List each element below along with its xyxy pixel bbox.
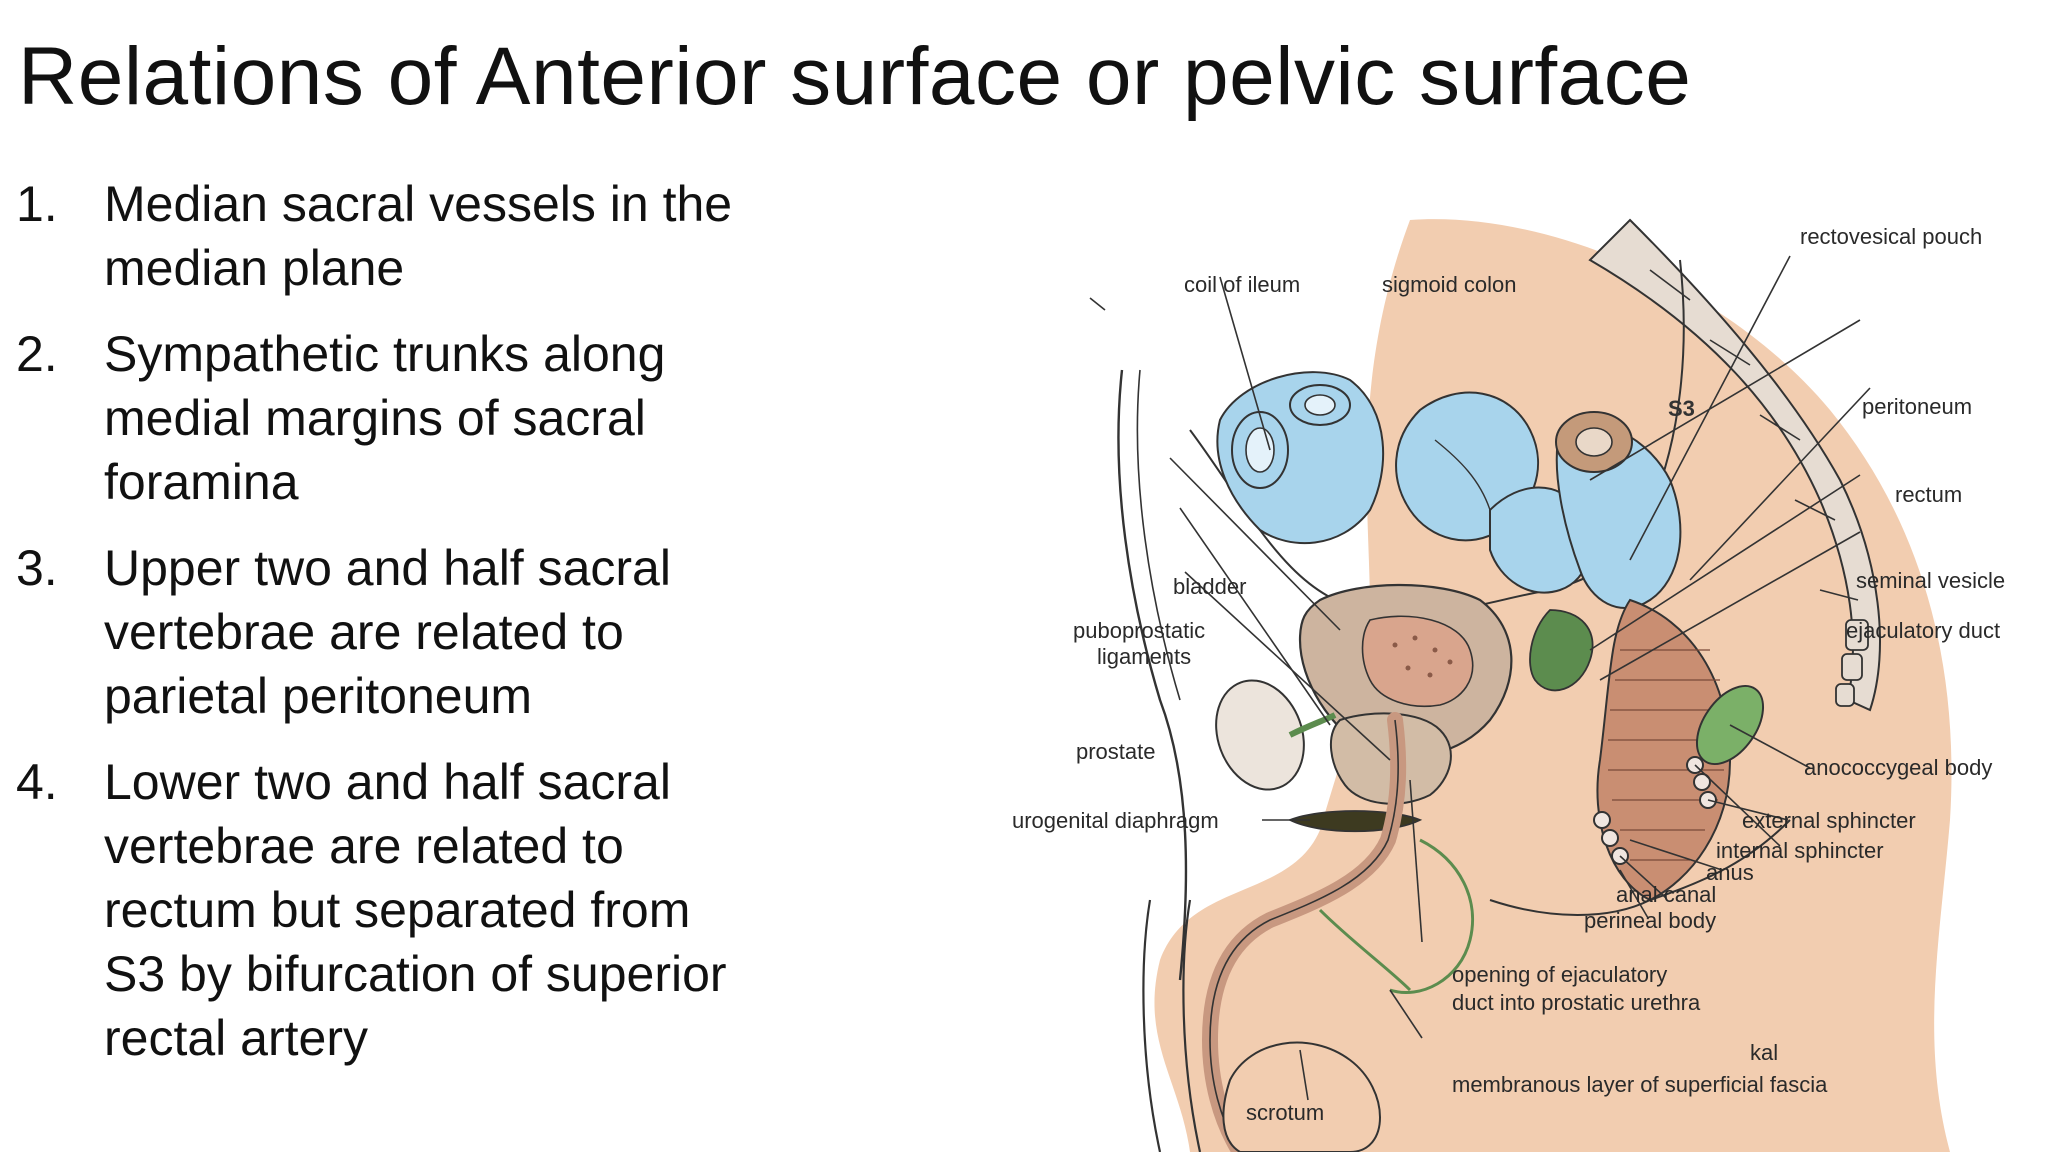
ileum-coil [1216, 371, 1385, 545]
label-artist-mark: kal [1750, 1040, 1778, 1065]
label-external-sphincter: external sphincter [1742, 808, 1916, 833]
perineum-outline [1489, 819, 1791, 916]
list-text: Lower two and half sacral vertebrae are … [104, 754, 727, 1066]
label-peritoneum: peritoneum [1862, 394, 1972, 419]
scrotum [1222, 1041, 1381, 1152]
label-anal-canal: anal canal [1616, 882, 1716, 907]
pelvis-sagittal-diagram: rectovesical pouch coil of ileum sigmoid… [990, 180, 2048, 1152]
list-text: Sympathetic trunks along medial margins … [104, 326, 666, 510]
label-urogenital-diaphragm: urogenital diaphragm [1012, 808, 1219, 833]
slide-title: Relations of Anterior surface or pelvic … [18, 31, 1692, 122]
label-anococcygeal-body: anococcygeal body [1804, 755, 1992, 780]
bladder [1298, 583, 1513, 758]
label-puboprostatic: puboprostatic [1073, 618, 1205, 643]
label-seminal-vesicle: seminal vesicle [1856, 568, 2005, 593]
label-internal-sphincter: internal sphincter [1716, 838, 1884, 863]
label-bladder: bladder [1173, 574, 1246, 599]
label-ejaculatory-duct: ejaculatory duct [1846, 618, 2000, 643]
sacrum [1588, 218, 1881, 712]
list-item: 1. Median sacral vessels in the median p… [16, 172, 816, 300]
sigmoid-colon [1395, 391, 1592, 594]
list-item: 2. Sympathetic trunks along medial margi… [16, 322, 816, 514]
seminal-vesicle [1529, 609, 1594, 692]
list-number: 2. [16, 326, 58, 382]
superficial-fascia-line [1318, 838, 1475, 995]
label-opening-2: duct into prostatic urethra [1452, 990, 1701, 1015]
list-number: 1. [16, 176, 58, 232]
urethra-outline [1209, 719, 1399, 1152]
anterior-wall-inner [1136, 369, 1181, 701]
label-scrotum: scrotum [1246, 1100, 1324, 1125]
relations-list: 1. Median sacral vessels in the median p… [16, 172, 816, 1092]
label-rectum: rectum [1895, 482, 1962, 507]
upper-rectum [1555, 411, 1682, 610]
label-coil-of-ileum: coil of ileum [1184, 272, 1300, 297]
list-item: 3. Upper two and half sacral vertebrae a… [16, 536, 816, 728]
label-s3: S3 [1668, 396, 1695, 421]
label-sigmoid-colon: sigmoid colon [1382, 272, 1517, 297]
coccyx [1835, 619, 1869, 707]
list-number: 4. [16, 754, 58, 810]
label-anus: anus [1706, 860, 1754, 885]
label-rectovesical-pouch: rectovesical pouch [1800, 224, 1982, 249]
list-text: Median sacral vessels in the median plan… [104, 176, 733, 296]
external-sphincter [1593, 756, 1717, 865]
penis [1142, 899, 1202, 1152]
anterior-abdominal-wall [1117, 369, 1188, 981]
label-opening-1: opening of ejaculatory [1452, 962, 1667, 987]
label-prostate: prostate [1076, 739, 1156, 764]
puboprostatic-ligament [1288, 712, 1337, 738]
list-item: 4. Lower two and half sacral vertebrae a… [16, 750, 816, 1070]
list-text: Upper two and half sacral vertebrae are … [104, 540, 671, 724]
anatomy-svg: rectovesical pouch coil of ileum sigmoid… [1012, 218, 2005, 1152]
label-membranous-layer: membranous layer of superficial fascia [1452, 1072, 1828, 1097]
label-ligaments: ligaments [1097, 644, 1191, 669]
pubic-bone [1215, 679, 1305, 791]
list-number: 3. [16, 540, 58, 596]
leader-lines [1089, 255, 1871, 1101]
label-perineal-body: perineal body [1584, 908, 1716, 933]
